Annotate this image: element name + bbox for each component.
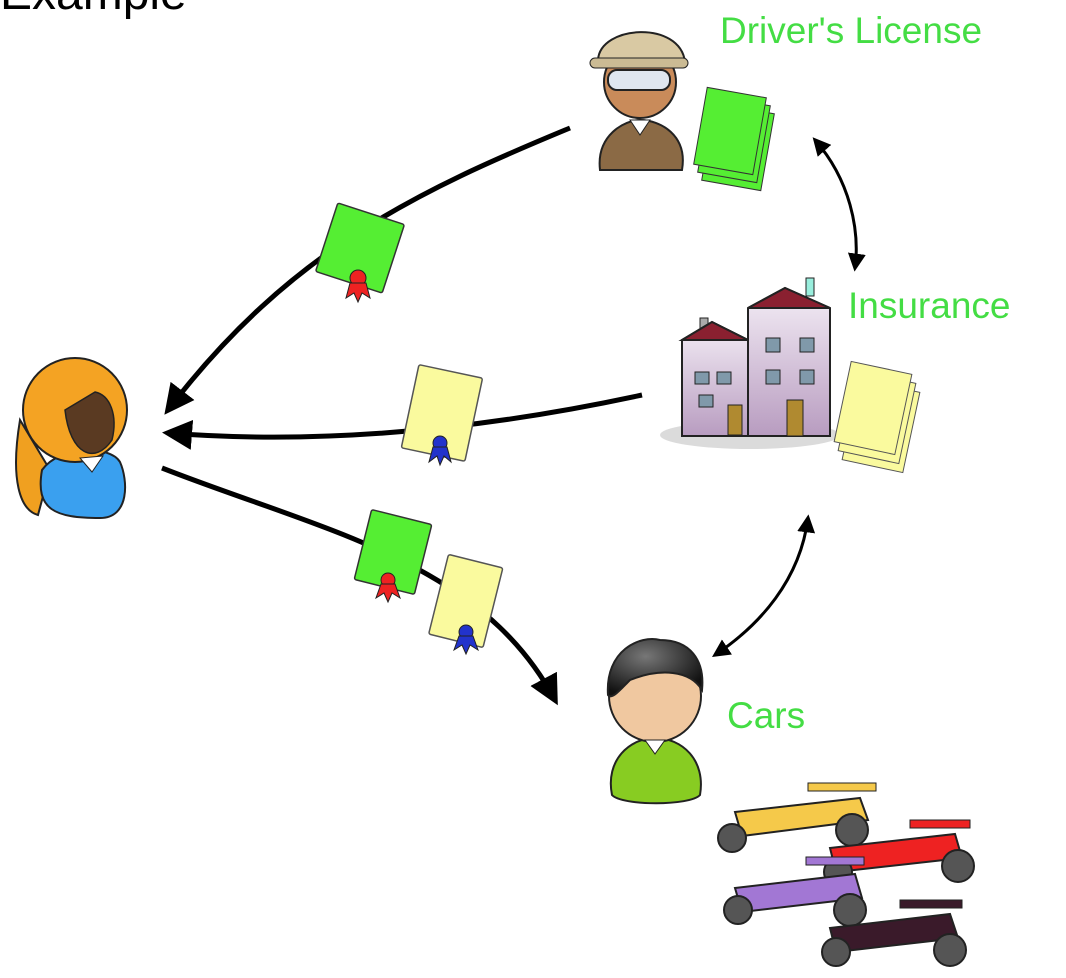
race-cars-icon <box>717 782 975 967</box>
presented-license-icon <box>353 509 433 604</box>
arrow-insurance-to-user <box>162 392 643 450</box>
label-insurance: Insurance <box>848 285 1011 326</box>
presented-insurance-icon <box>428 554 504 656</box>
insurance-stack-icon <box>833 360 921 474</box>
insurance-credential-icon <box>400 364 483 467</box>
arrow-insurance-dealer <box>712 514 816 657</box>
license-stack-icon <box>693 86 775 192</box>
man-avatar-icon <box>606 638 704 805</box>
official-with-hat-icon <box>589 31 689 171</box>
building-icon <box>660 277 840 449</box>
label-drivers-license: Driver's License <box>720 10 983 51</box>
label-cars: Cars <box>727 695 806 736</box>
arrow-dmv-insurance <box>812 137 866 272</box>
woman-avatar-icon <box>15 357 128 520</box>
license-credential-icon <box>315 202 405 304</box>
slide-title: Example <box>0 0 187 21</box>
